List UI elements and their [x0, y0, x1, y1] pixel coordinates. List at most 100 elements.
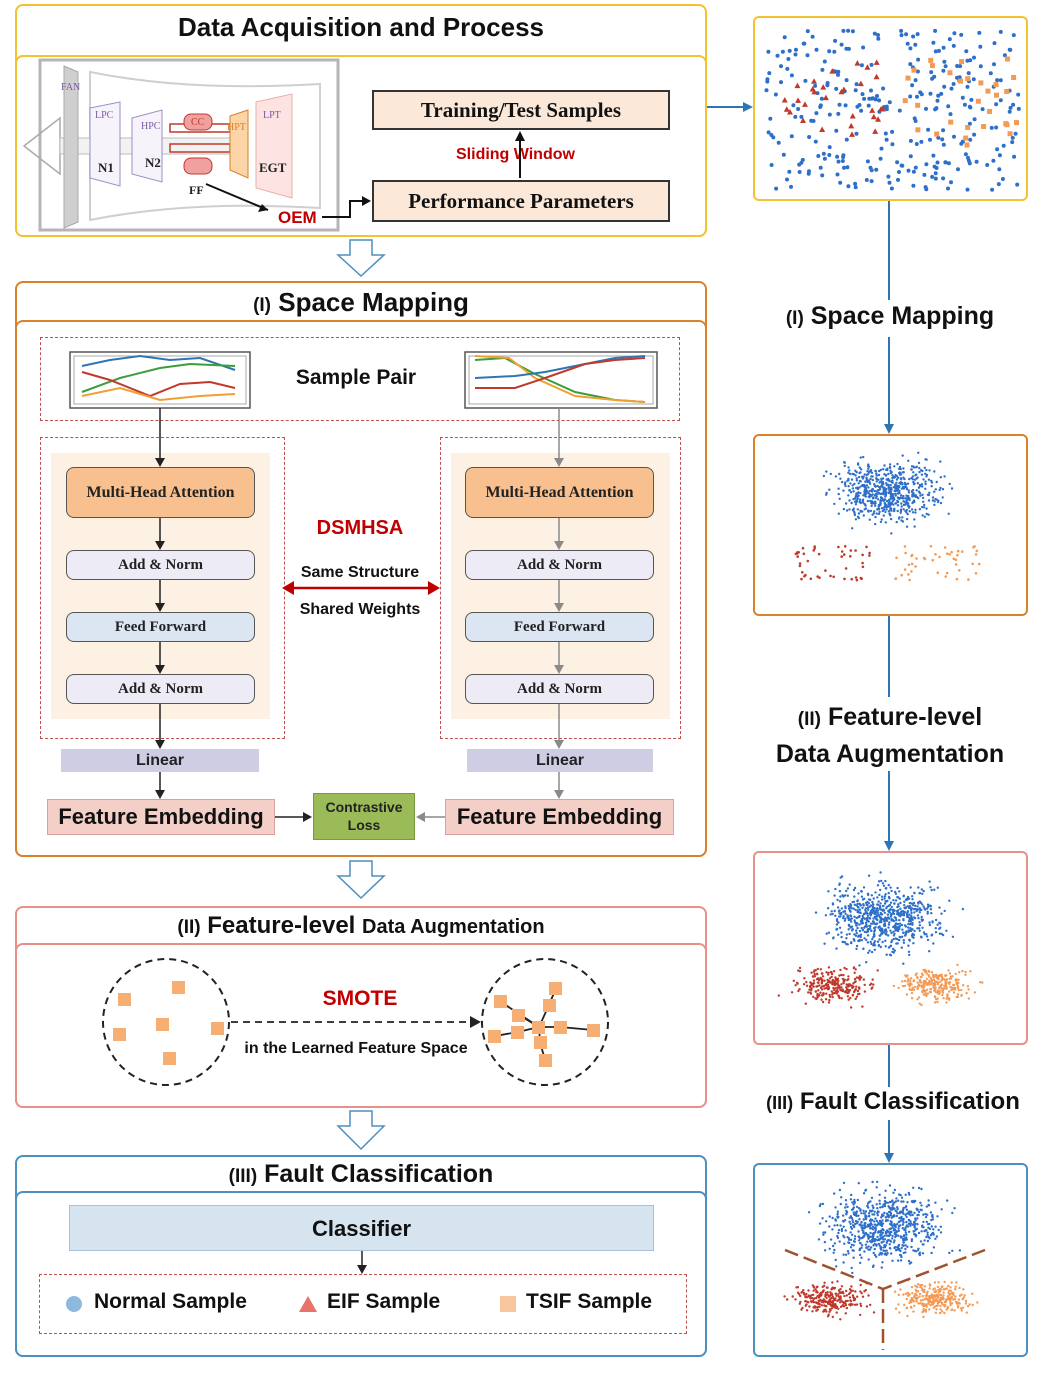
normal-sample-point — [921, 926, 924, 929]
eif-sample-point — [860, 1292, 863, 1295]
tsif-sample-point — [924, 1309, 927, 1312]
normal-sample-point — [842, 1219, 845, 1223]
normal-sample-point — [884, 945, 887, 948]
eif-sample-point — [820, 998, 823, 1001]
tsif-sample-point — [951, 986, 954, 990]
normal-sample-point — [902, 494, 905, 498]
normal-sample-point — [838, 180, 843, 185]
normal-sample-point — [934, 497, 937, 501]
tsif-sample-point — [964, 970, 967, 974]
tsif-sample-point — [909, 979, 912, 982]
normal-sample-point — [907, 1259, 911, 1263]
eif-sample-point — [829, 1294, 832, 1297]
normal-sample-point — [879, 918, 882, 921]
eif-sample-point — [834, 987, 837, 990]
eif-sample-point — [824, 1300, 828, 1304]
eif-sample-point — [863, 1290, 866, 1293]
normal-sample-point — [883, 895, 887, 898]
normal-sample-point — [887, 510, 891, 513]
normal-sample-point — [878, 905, 882, 908]
normal-sample-point — [910, 914, 913, 917]
normal-sample-point — [913, 119, 918, 123]
eif-sample-point — [791, 1295, 794, 1298]
normal-sample-point — [856, 487, 860, 491]
normal-sample-point — [945, 929, 948, 932]
normal-sample-point — [834, 1206, 837, 1209]
tsif-sample-point — [947, 1296, 951, 1300]
normal-sample-point — [840, 1196, 843, 1199]
normal-sample-point — [832, 936, 835, 939]
eif-sample-point — [822, 993, 825, 996]
normal-sample-point — [851, 1271, 854, 1275]
tsif-sample-point — [979, 981, 982, 984]
normal-sample-point — [820, 173, 825, 178]
normal-sample-point — [977, 30, 982, 35]
tsif-sample-point — [897, 1303, 900, 1306]
eif-sample-point — [854, 549, 857, 552]
normal-sample-point — [853, 482, 856, 486]
normal-sample-point — [835, 918, 839, 921]
normal-sample-point — [835, 172, 840, 177]
normal-sample-point — [867, 96, 872, 101]
eif-sample-point — [831, 1305, 834, 1308]
normal-sample-point — [914, 508, 917, 511]
normal-sample-point — [930, 912, 933, 915]
minority-sample-square — [113, 1028, 126, 1041]
normal-sample-point — [853, 185, 858, 190]
eif-sample-point — [815, 985, 818, 988]
normal-sample-point — [858, 501, 861, 504]
eif-sample-point — [858, 987, 861, 990]
fault-classification-title-prefix: (III) — [228, 1166, 258, 1187]
eif-sample-point — [855, 578, 859, 582]
normal-sample-point — [884, 473, 888, 477]
normal-sample-point — [909, 1224, 912, 1227]
normal-sample-point — [843, 1219, 847, 1222]
normal-sample-point — [917, 886, 920, 889]
normal-sample-point — [1010, 140, 1015, 145]
eif-sample-point — [822, 1310, 825, 1313]
normal-sample-point — [847, 466, 850, 469]
tsif-sample-point — [985, 88, 991, 94]
normal-sample-point — [893, 1188, 897, 1192]
normal-sample-point — [918, 929, 921, 932]
tsif-sample-point — [964, 973, 967, 976]
normal-sample-point — [972, 55, 976, 60]
normal-sample-point — [873, 948, 876, 951]
normal-sample-point — [857, 934, 860, 937]
tsif-sample-point — [907, 573, 910, 576]
normal-sample-point — [765, 77, 770, 82]
normal-sample-point — [873, 1253, 877, 1257]
tsif-sample-point — [952, 991, 956, 994]
normal-sample-point — [825, 491, 828, 495]
normal-sample-point — [886, 905, 889, 908]
normal-sample-point — [919, 1240, 923, 1243]
normal-sample-point — [936, 93, 941, 98]
tsif-sample-point — [954, 563, 958, 566]
normal-sample-point — [835, 947, 838, 950]
normal-sample-point — [881, 882, 885, 885]
tsif-sample-point — [978, 80, 984, 86]
tsif-sample-point — [897, 986, 900, 990]
eif-sample-point — [796, 555, 799, 558]
normal-sample-point — [875, 474, 878, 477]
eif-sample-point — [831, 1281, 834, 1284]
tsif-sample-point — [921, 1287, 924, 1290]
normal-sample-point — [889, 1247, 892, 1250]
eif-sample-point — [852, 982, 855, 985]
eif-sample-point — [840, 983, 843, 986]
tsif-sample-point — [933, 974, 937, 977]
normal-sample-point — [888, 897, 891, 900]
minority-sample-square — [163, 1052, 176, 1065]
normal-sample-point — [870, 929, 873, 932]
normal-sample-point — [847, 923, 851, 926]
normal-sample-point — [809, 118, 814, 123]
normal-sample-point — [893, 902, 896, 905]
normal-sample-point — [917, 1186, 921, 1190]
normal-sample-point — [905, 499, 908, 502]
normal-sample-point — [880, 908, 883, 912]
normal-sample-point — [885, 953, 888, 956]
normal-sample-point — [941, 496, 944, 499]
tsif-sample-point — [902, 1293, 905, 1296]
normal-sample-point — [1011, 33, 1016, 38]
normal-sample-point — [891, 1203, 895, 1206]
